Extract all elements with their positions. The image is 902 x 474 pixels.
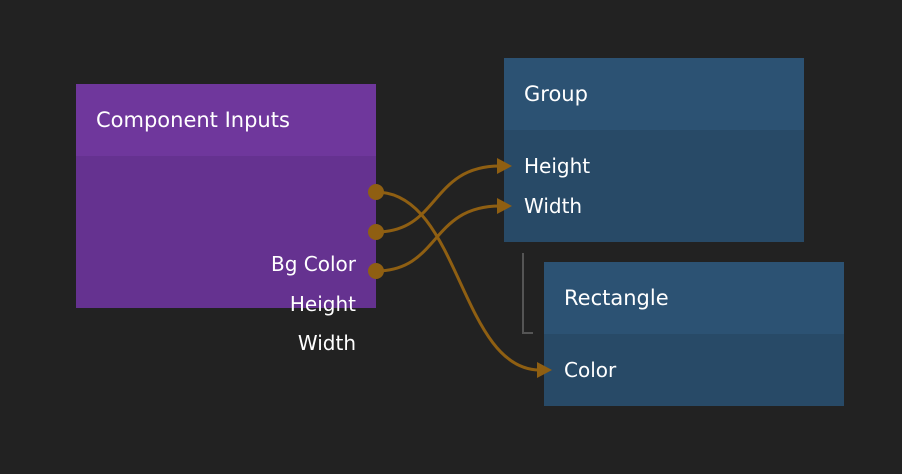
input-port-height[interactable]: Height [524, 154, 591, 178]
wire-height-to-height[interactable] [375, 164, 501, 234]
arrow-height [497, 158, 512, 174]
input-port-width[interactable]: Width [524, 194, 583, 218]
node-title: Rectangle [544, 262, 844, 334]
arrow-color [537, 362, 552, 378]
hierarchy-bracket [522, 253, 533, 334]
node-title: Group [504, 58, 804, 130]
output-port-height[interactable]: Height [289, 292, 356, 316]
port-dot-width[interactable] [368, 263, 384, 279]
rectangle-node[interactable]: Rectangle Color [544, 262, 844, 406]
arrow-width [497, 198, 512, 214]
wire-width-to-width[interactable] [375, 204, 501, 273]
output-port-bg-color[interactable]: Bg Color [271, 252, 356, 276]
port-dot-bg-color[interactable] [368, 184, 384, 200]
wire-bgcolor-to-color[interactable] [375, 190, 541, 372]
node-title: Component Inputs [76, 84, 376, 156]
component-inputs-node[interactable]: Component Inputs Bg Color Height Width [76, 84, 376, 355]
group-node[interactable]: Group Height Width [504, 58, 804, 242]
port-dot-height[interactable] [368, 224, 384, 240]
input-port-color[interactable]: Color [564, 358, 617, 382]
output-port-width[interactable]: Width [297, 331, 356, 355]
